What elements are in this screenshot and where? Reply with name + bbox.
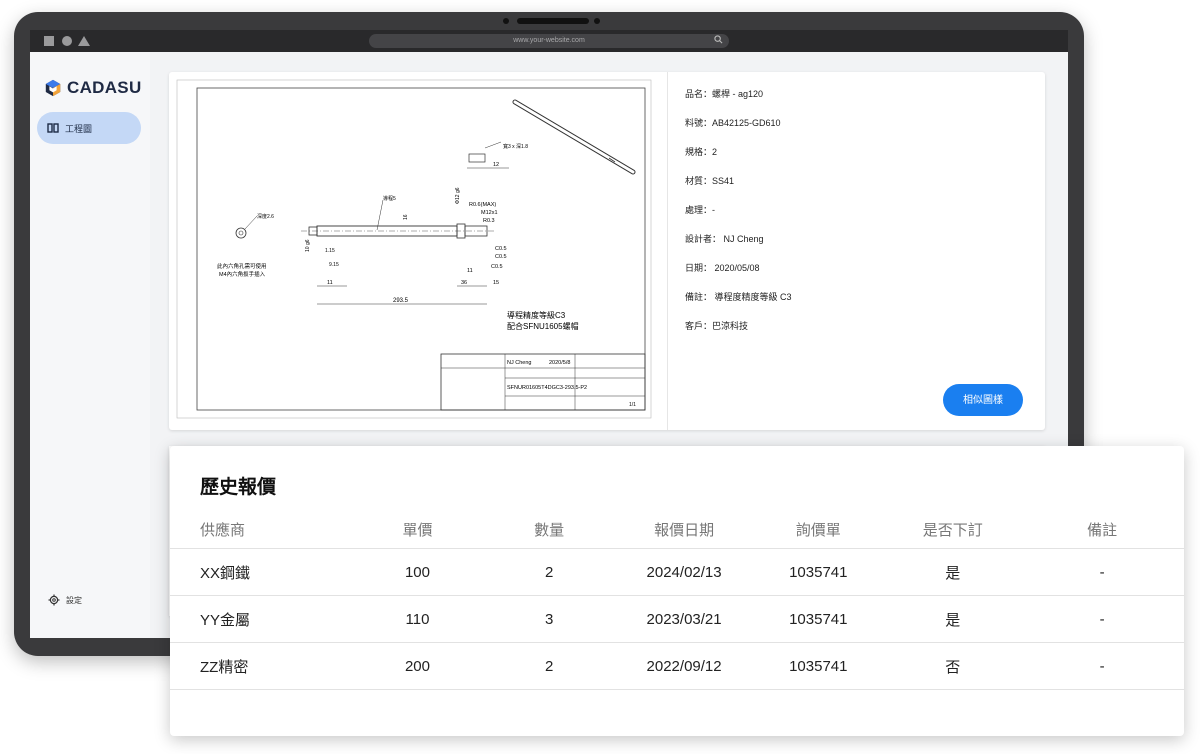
col-note[interactable]: 備註: [1020, 510, 1184, 549]
cell-price: 100: [353, 548, 482, 596]
m12-dim: M12x1: [481, 210, 498, 216]
dim-total: 293.5: [393, 298, 409, 304]
table-header-row: 供應商 單價 數量 報價日期 詢價單 是否下訂 備註: [170, 510, 1184, 549]
part-treatment: 處理：-: [685, 205, 715, 215]
c05b-dim: C0.5: [495, 254, 507, 260]
quote-link[interactable]: 1035741: [751, 548, 886, 596]
tb-designer: NJ Cheng: [507, 360, 531, 366]
cell-supplier: XX鋼鐵: [170, 548, 354, 596]
table-row[interactable]: ZZ精密 200 2 2022/09/12 1035741 否 -: [170, 642, 1184, 690]
side-note-1: 此內六角孔需可使用: [217, 262, 267, 270]
depth-dim: 深度2.6: [257, 213, 274, 220]
cell-ordered: 是: [885, 548, 1021, 596]
table-row[interactable]: XX鋼鐵 100 2 2024/02/13 1035741 是 -: [170, 548, 1184, 596]
sidebar-item-drawings[interactable]: 工程圖: [37, 112, 141, 144]
quote-link[interactable]: 1035741: [751, 642, 886, 690]
part-designer: 設計者： NJ Cheng: [685, 234, 764, 244]
dim-11: 11: [327, 280, 333, 286]
app-logo[interactable]: CADASU: [44, 78, 142, 98]
drawing-note-1: 導程精度等級C3: [507, 310, 566, 320]
drawing-note-2: 配合SFNU1605螺帽: [507, 321, 579, 331]
quote-history-panel: 歷史報價 供應商 單價 數量 報價日期 詢價單 是否下訂 備註 XX鋼鐵 100…: [170, 446, 1184, 736]
settings-label: 設定: [66, 595, 82, 605]
browser-bar: www.your-website.com: [30, 30, 1068, 52]
window-square-icon: [44, 36, 54, 46]
part-info-panel: 品名：螺桿 - ag120 料號：AB42125-GD610 規格：2 材質：S…: [685, 86, 1025, 347]
dim-115: 1.15: [325, 248, 335, 254]
gear-icon: [48, 594, 60, 606]
cell-qty: 3: [481, 595, 617, 643]
tb-part: SFNUR01605T4DGC3-293.5-P2: [507, 385, 587, 391]
cell-price: 110: [353, 595, 482, 643]
sidebar: CADASU 工程圖 設定: [30, 52, 150, 638]
dim-11b: 11: [467, 268, 473, 274]
col-date[interactable]: 報價日期: [616, 510, 752, 549]
quote-link[interactable]: 1035741: [751, 595, 886, 643]
cell-ordered: 否: [885, 642, 1021, 690]
cell-note: -: [1020, 642, 1184, 690]
quote-history-table: 供應商 單價 數量 報價日期 詢價單 是否下訂 備註 XX鋼鐵 100 2 20…: [170, 510, 1184, 690]
window-circle-icon: [62, 36, 72, 46]
dim-12: 12: [493, 162, 499, 168]
engineering-drawing: 寬3 x 深1.8 12 深度2.6 293.5: [176, 79, 652, 419]
table-row[interactable]: YY金屬 110 3 2023/03/21 1035741 是 -: [170, 595, 1184, 643]
side-note-2: M4內六角扳手插入: [219, 270, 266, 278]
cell-qty: 2: [481, 548, 617, 596]
cell-qty: 2: [481, 642, 617, 690]
cell-date: 2024/02/13: [616, 548, 752, 596]
dim-915: 9.15: [329, 262, 339, 268]
col-quote[interactable]: 詢價單: [751, 510, 886, 549]
history-title: 歷史報價: [200, 477, 277, 498]
blueprint-icon: [47, 123, 59, 133]
part-remark: 備註： 導程度精度等級 C3: [685, 292, 792, 302]
drawing-viewer[interactable]: 寬3 x 深1.8 12 深度2.6 293.5: [169, 72, 668, 430]
c05c-dim: C0.5: [491, 264, 503, 270]
camera-bar: [517, 18, 589, 24]
col-qty[interactable]: 數量: [481, 510, 617, 549]
cell-note: -: [1020, 595, 1184, 643]
dim-10g6: 10 g6: [305, 239, 311, 252]
camera-dot: [503, 18, 509, 24]
dim-36: 36: [461, 280, 467, 286]
part-date: 日期： 2020/05/08: [685, 263, 760, 273]
settings-button[interactable]: 設定: [48, 594, 82, 606]
sensor-dot: [594, 18, 600, 24]
cell-price: 200: [353, 642, 482, 690]
tb-date: 2020/5/8: [549, 360, 570, 366]
part-name: 品名：螺桿 - ag120: [685, 89, 764, 99]
col-price[interactable]: 單價: [353, 510, 482, 549]
cell-date: 2022/09/12: [616, 642, 752, 690]
dim-12g6: Φ12 g6: [455, 187, 461, 204]
col-supplier[interactable]: 供應商: [170, 510, 354, 549]
drawing-card: 寬3 x 深1.8 12 深度2.6 293.5: [169, 72, 1045, 430]
dim-15: 15: [493, 280, 499, 286]
part-spec: 規格：2: [685, 147, 718, 157]
r03-dim: R0.3: [483, 218, 495, 224]
part-number: 料號：AB42125-GD610: [685, 118, 781, 128]
address-bar[interactable]: www.your-website.com: [369, 34, 729, 48]
cube-logo-icon: [45, 79, 61, 97]
cell-supplier: YY金屬: [170, 595, 354, 643]
part-customer: 客戶：巴涼科技: [685, 321, 749, 331]
similar-drawings-button[interactable]: 相似圖樣: [943, 384, 1023, 416]
part-material: 材質：SS41: [685, 176, 735, 186]
window-triangle-icon: [78, 36, 90, 46]
cell-supplier: ZZ精密: [170, 642, 354, 690]
address-text: www.your-website.com: [513, 37, 585, 44]
tb-sheet: 1/1: [629, 402, 636, 408]
search-icon[interactable]: [714, 34, 723, 48]
r06-dim: R0.6(MAX): [469, 202, 496, 208]
dim-16: 16: [403, 214, 409, 220]
cell-note: -: [1020, 548, 1184, 596]
keyway-dim: 寬3 x 深1.8: [503, 143, 528, 150]
sidebar-item-label: 工程圖: [65, 123, 93, 134]
app-name: CADASU: [67, 78, 142, 97]
col-ordered[interactable]: 是否下訂: [885, 510, 1021, 549]
lead-dim: 導程5: [383, 195, 396, 202]
c05a-dim: C0.5: [495, 246, 507, 252]
cell-ordered: 是: [885, 595, 1021, 643]
cell-date: 2023/03/21: [616, 595, 752, 643]
